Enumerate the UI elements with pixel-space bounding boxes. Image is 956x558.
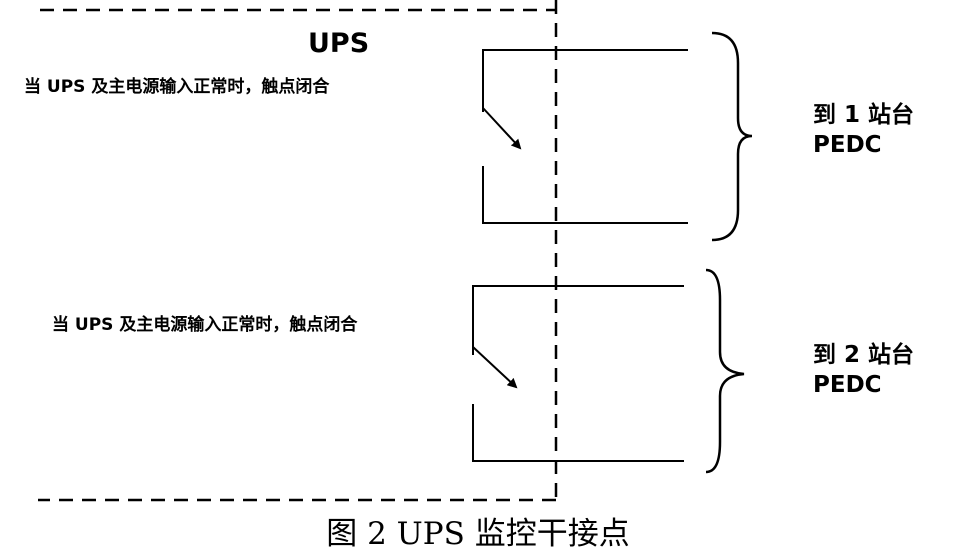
contact-2-brace: [705, 268, 745, 474]
contact-1-upper-wire: [482, 49, 688, 112]
contact-2: [472, 268, 745, 474]
contact-2-destination: 到 2 站台 PEDC: [813, 340, 914, 400]
contact-1-lower-wire: [482, 166, 688, 224]
ups-boundary: [38, 0, 558, 502]
figure-caption: 图 2 UPS 监控干接点: [326, 516, 630, 552]
ups-title: UPS: [308, 28, 370, 59]
contact-2-note: 当 UPS 及主电源输入正常时，触点闭合: [52, 315, 358, 335]
contact-1-brace: [711, 31, 753, 242]
contact-1-switch-arm: [482, 107, 522, 150]
contact-2-switch-arm: [472, 346, 518, 389]
contact-2-upper-wire: [472, 285, 684, 355]
contact-1: [482, 31, 753, 242]
contact-1-destination-line2: PEDC: [813, 132, 882, 158]
contact-1-destination: 到 1 站台 PEDC: [813, 100, 914, 160]
contact-2-destination-line2: PEDC: [813, 372, 882, 398]
contact-1-destination-line1: 到 1 站台: [813, 102, 915, 128]
contact-2-destination-line1: 到 2 站台: [813, 342, 915, 368]
contact-2-lower-wire: [472, 404, 684, 462]
contact-1-note: 当 UPS 及主电源输入正常时，触点闭合: [24, 77, 330, 97]
